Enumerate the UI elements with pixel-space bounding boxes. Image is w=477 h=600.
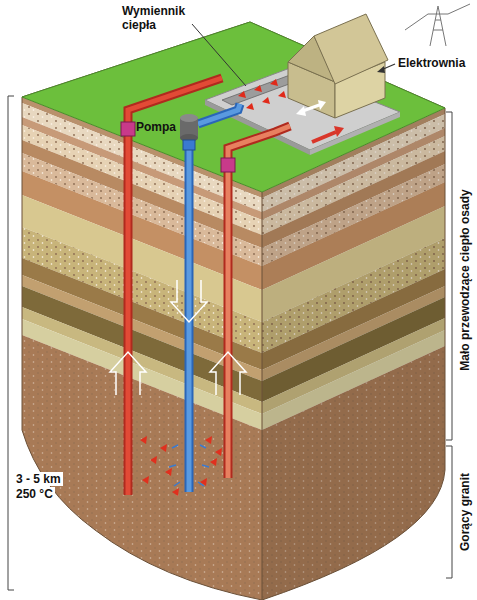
component-label: Elektrownia (398, 56, 465, 70)
temperature-label: 250 °C (14, 487, 55, 501)
injected-water (169, 445, 209, 486)
depth-label: 3 - 5 km (14, 472, 63, 486)
component-label: Pompa (136, 120, 176, 134)
depth-brackets (8, 96, 452, 590)
rock-layers (22, 97, 445, 600)
power-pylon (405, 4, 470, 46)
layer-label: Gorący granit (458, 473, 472, 551)
fracture-zone (140, 436, 222, 496)
layer-label: Mało przewodzące ciepło osady (458, 189, 472, 370)
component-label: Wymiennik ciepła (122, 4, 202, 32)
